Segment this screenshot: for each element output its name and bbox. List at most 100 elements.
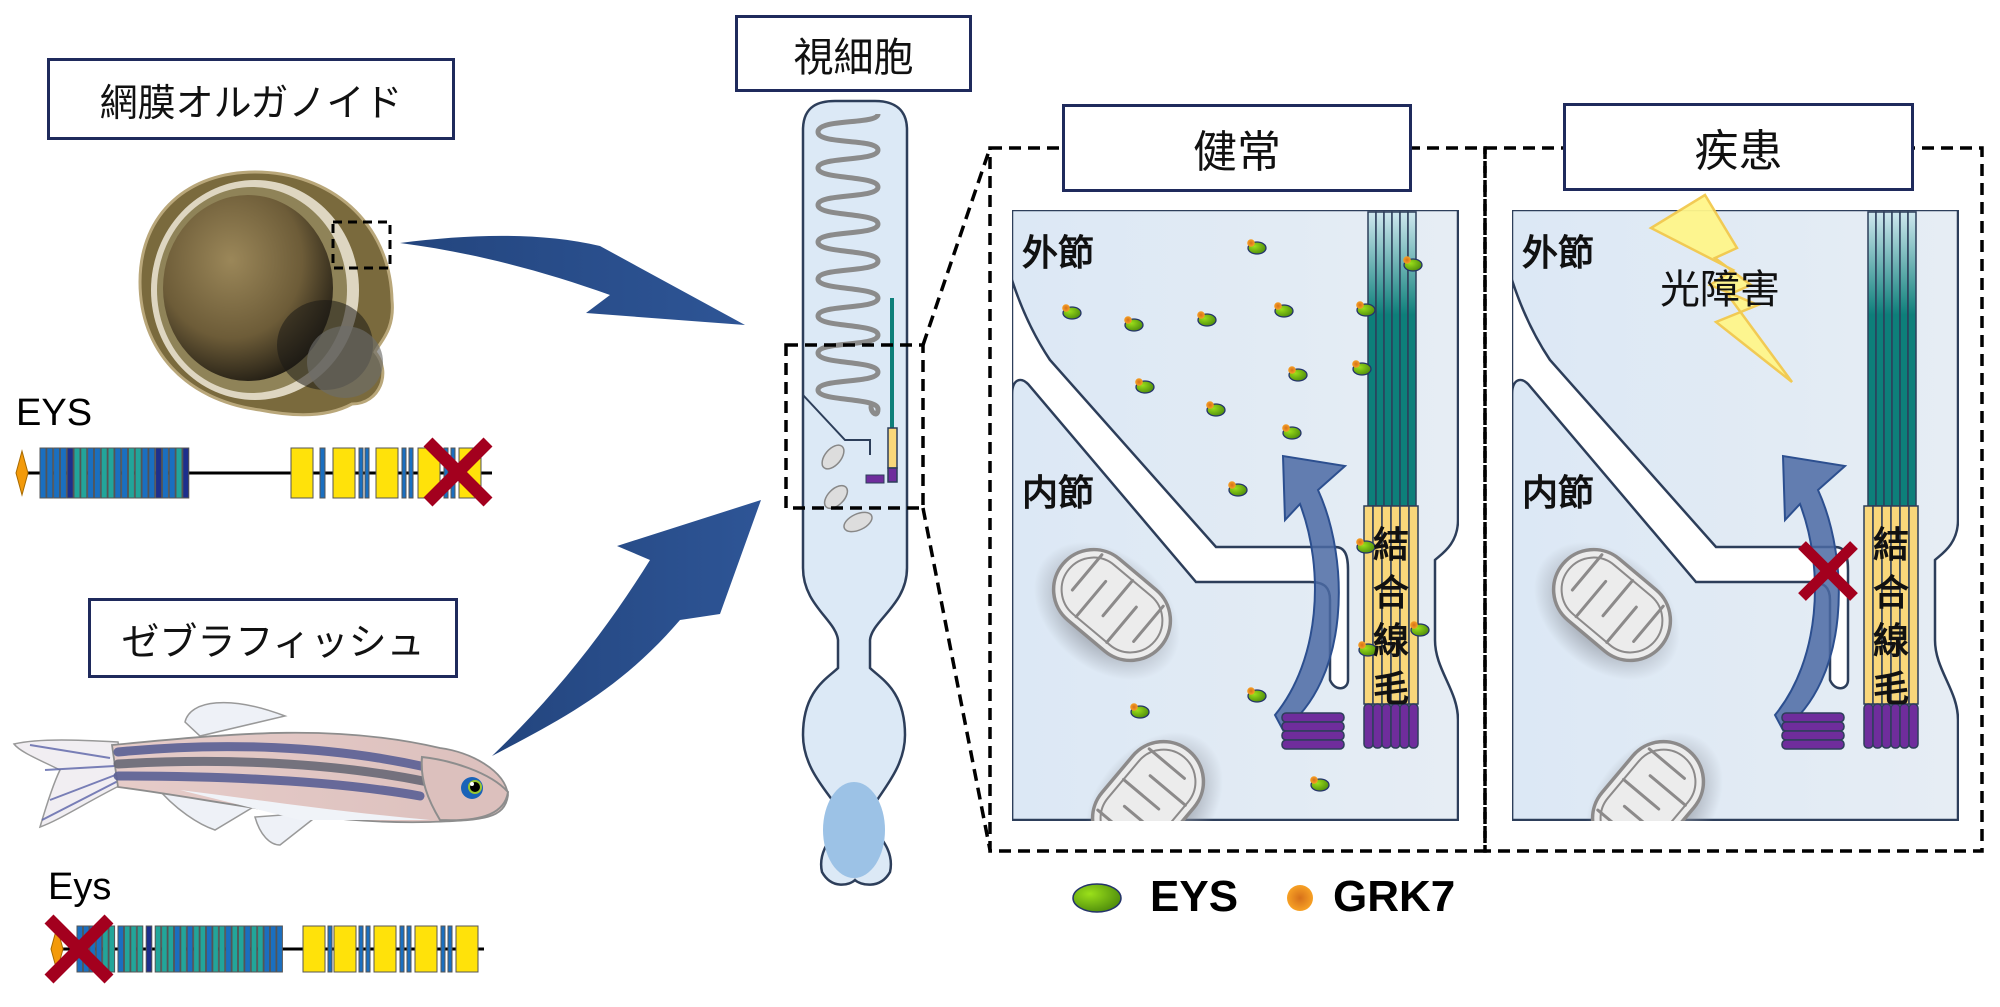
centriole-tube <box>1281 721 1345 732</box>
exon <box>250 925 258 973</box>
exon <box>145 925 153 973</box>
exon <box>175 447 183 499</box>
exon <box>155 447 163 499</box>
organoid-label: 網膜オルガノイド <box>47 58 455 140</box>
exon <box>167 925 175 973</box>
legend-eys-swatch <box>1072 883 1122 913</box>
exon <box>332 447 356 499</box>
axoneme-microtubule <box>1391 211 1401 507</box>
basal-body-tube <box>1863 703 1874 749</box>
grk7-protein <box>1247 687 1255 695</box>
exon <box>186 925 194 973</box>
exon <box>123 925 131 973</box>
eys-grk7-complex <box>1356 538 1376 554</box>
exon <box>373 925 397 973</box>
exon <box>89 925 96 973</box>
connecting-cilium-tube <box>1863 505 1874 705</box>
exon <box>182 447 190 499</box>
exon <box>263 925 271 973</box>
exon <box>59 447 67 499</box>
exon <box>136 925 144 973</box>
exon <box>225 925 232 973</box>
basal-body-tube <box>1408 703 1419 749</box>
centriole-tube <box>1281 730 1345 741</box>
panel-clip <box>1012 210 1459 821</box>
exon <box>244 925 251 973</box>
basal-body-tube <box>1899 703 1910 749</box>
eys-grk7-complex <box>1206 401 1226 417</box>
grk7-protein <box>1410 621 1418 629</box>
connecting-cilium-label: 毛 <box>1873 669 1909 710</box>
exon <box>290 447 314 499</box>
panel-clip <box>1512 210 1959 821</box>
eys-grk7-complex <box>1288 366 1308 382</box>
nucleus <box>823 782 885 878</box>
grk7-protein <box>1358 641 1366 649</box>
centriole-tube <box>1781 712 1845 723</box>
basal-body-tube <box>1399 703 1410 749</box>
exon <box>180 925 187 973</box>
organoid-zoom-box <box>331 220 392 270</box>
zoom-connector-lines <box>921 147 992 851</box>
exon <box>401 447 407 499</box>
eys-grk7-complex <box>1358 641 1378 657</box>
eys-grk7-complex <box>1356 301 1376 317</box>
transport-blocked-cross-icon <box>1798 541 1858 601</box>
connecting-cilium-label: 合 <box>1373 573 1409 614</box>
axoneme-microtubule <box>1375 211 1385 507</box>
grk7-protein <box>1130 703 1138 711</box>
eys-grk7-complex <box>1228 481 1248 497</box>
eys-mutation-cross-icon <box>44 914 114 984</box>
exon <box>100 447 108 499</box>
grk7-protein <box>1356 301 1364 309</box>
zebrafish-label: ゼブラフィッシュ <box>88 598 458 678</box>
exon <box>327 925 333 973</box>
photoreceptor-cell <box>784 99 925 886</box>
axoneme-microtubule <box>1907 211 1917 507</box>
eys-mutation-cross-icon <box>423 437 493 507</box>
legend-grk7-swatch <box>1287 885 1313 911</box>
exon <box>141 447 149 499</box>
axoneme-microtubule <box>1383 211 1393 507</box>
promoter-marker <box>15 449 29 497</box>
exon <box>319 447 326 499</box>
exon <box>93 447 101 499</box>
zebrafish-gene-name: Eys <box>48 866 112 908</box>
membrane-gap <box>1012 279 1350 690</box>
exon <box>168 447 176 499</box>
basal-body-tube <box>1908 703 1919 749</box>
axoneme-microtubule <box>1867 211 1877 507</box>
exon <box>406 925 412 973</box>
disease-label: 疾患 <box>1563 103 1914 191</box>
outer-segment-label: 外節 <box>1522 233 1594 274</box>
exon <box>231 925 239 973</box>
exon <box>80 447 88 499</box>
centriole-tube <box>1781 721 1845 732</box>
connecting-cilium-tube <box>1363 505 1374 705</box>
connecting-cilium-label: 線 <box>1373 621 1409 662</box>
exon <box>212 925 219 973</box>
light-damage-label: 光障害 <box>1660 267 1780 313</box>
axoneme-microtubule <box>1367 211 1377 507</box>
eys-grk7-complex <box>1352 360 1372 376</box>
exon <box>173 925 181 973</box>
grk7-protein <box>1247 239 1255 247</box>
eys-gene-track-human <box>15 437 493 507</box>
eys-grk7-complex <box>1282 424 1302 440</box>
axoneme-microtubule <box>1883 211 1893 507</box>
centriole-tube <box>1281 739 1345 750</box>
exon <box>408 447 414 499</box>
transport-arrow <box>1273 454 1348 732</box>
exon <box>455 925 479 973</box>
exon <box>114 447 122 499</box>
eys-grk7-complex <box>1124 316 1144 332</box>
legend <box>1072 883 1313 913</box>
zebrafish-illustration <box>12 701 510 846</box>
arrow-organoid-to-photoreceptor <box>400 235 745 325</box>
mitochondrion <box>1085 732 1224 821</box>
mitochondrion <box>1533 542 1680 681</box>
